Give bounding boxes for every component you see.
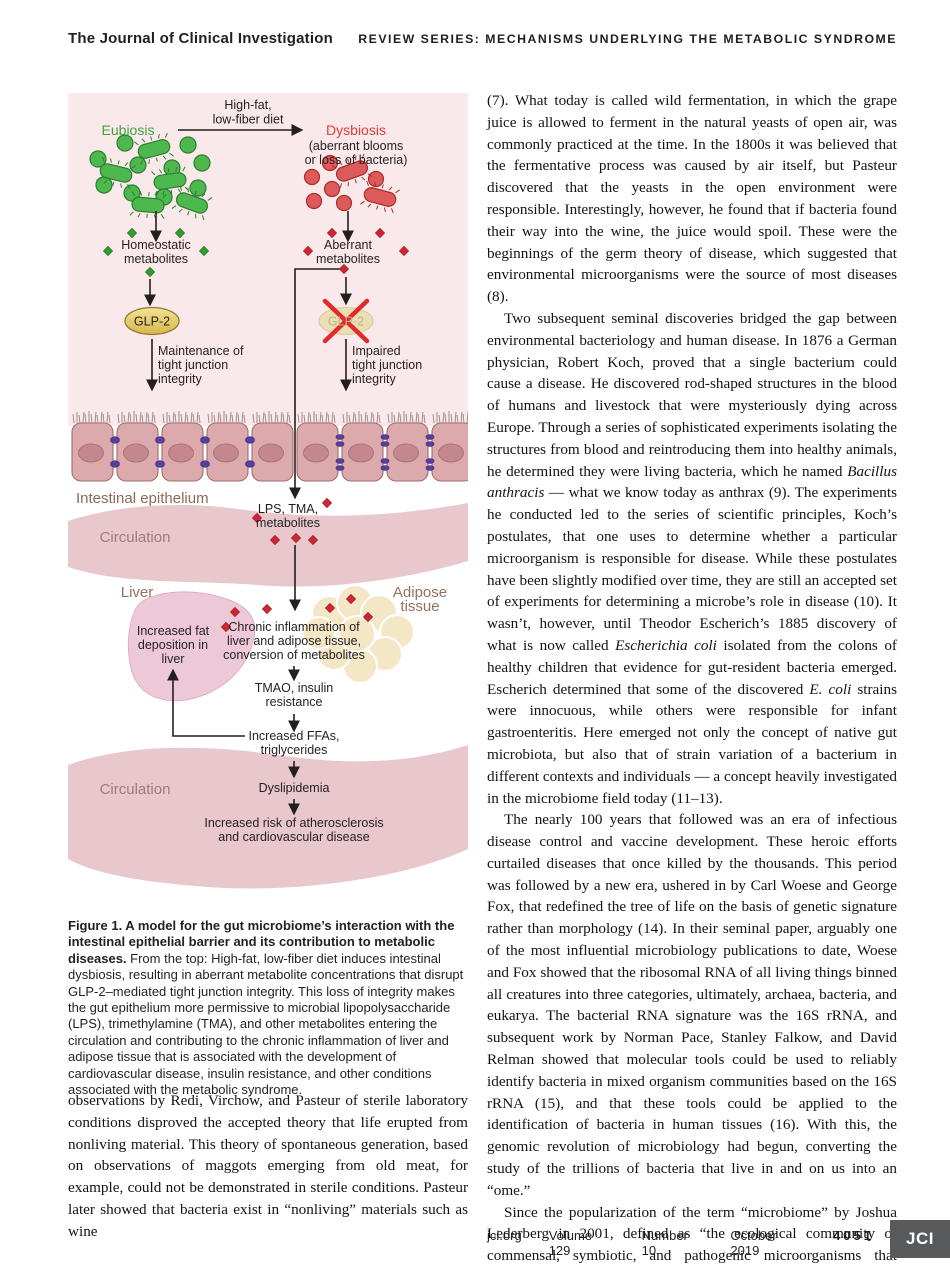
figure-top-background: [68, 93, 468, 426]
adipose-label-line1: Adipose: [393, 584, 447, 601]
figure-caption: Figure 1. A model for the gut microbiome…: [68, 918, 468, 1098]
maintenance-line1: Maintenance of: [158, 344, 244, 358]
figure-arrows: [144, 124, 354, 816]
intestinal-epithelium-label: Intestinal epithelium: [76, 490, 209, 507]
chronic-inflammation-line1: Chronic inflammation of: [228, 620, 360, 634]
adipose-label-line2: tissue: [400, 598, 439, 615]
impaired-line2: tight junction: [352, 358, 422, 372]
jci-logo-text: JCI: [906, 1229, 934, 1248]
tmao-line2: resistance: [266, 695, 323, 709]
chronic-inflammation-line2: liver and adipose tissue,: [227, 634, 361, 648]
impaired-line3: integrity: [352, 372, 397, 386]
circulation-band-upper: [68, 503, 468, 587]
homeostatic-label-line1: Homeostatic: [121, 238, 190, 252]
page-number: 4051: [833, 1228, 874, 1243]
risk-line1: Increased risk of atherosclerosis: [204, 816, 383, 830]
footer-number: Number 10: [641, 1228, 688, 1258]
series-title: REVIEW SERIES: MECHANISMS UNDERLYING THE…: [358, 32, 897, 46]
aberrant-label-line1: Aberrant: [324, 238, 372, 252]
dyslipidemia-label: Dyslipidemia: [259, 781, 330, 795]
fat-deposition-line3: liver: [162, 652, 185, 666]
red-cross-icon: [322, 298, 370, 344]
lps-label-line1: LPS, TMA,: [258, 502, 318, 516]
maintenance-line2: tight junction: [158, 358, 228, 372]
left-column: High-fat, low-fiber diet Eubiosis Dysbio…: [68, 93, 474, 1098]
risk-line2: and cardiovascular disease: [218, 830, 370, 844]
chronic-inflammation-line3: conversion of metabolites: [223, 648, 365, 662]
fat-deposition-line2: deposition in: [138, 638, 208, 652]
figure-caption-body: From the top: High-fat, low-fiber diet i…: [68, 950, 464, 1098]
adipose-tissue-shape: [302, 584, 415, 684]
circulation-upper-label: Circulation: [100, 529, 171, 546]
circulation-lower-label: Circulation: [100, 781, 171, 798]
diet-label-line2: low-fiber diet: [213, 113, 284, 127]
footer-site: jci.org: [487, 1228, 522, 1243]
maintenance-line3: integrity: [158, 372, 203, 386]
glp2-label: GLP-2: [134, 315, 170, 329]
tmao-line1: TMAO, insulin: [255, 681, 334, 695]
page-footer: jci.org Volume 129 Number 10 October 201…: [487, 1228, 950, 1258]
circulation-band-lower: [68, 745, 468, 889]
glp2-crossed-label: GLP-2: [328, 315, 364, 329]
figure-caption-title: Figure 1. A model for the gut microbiome…: [68, 918, 455, 966]
fat-deposition-line1: Increased fat: [137, 624, 210, 638]
glp2-oval: [124, 306, 180, 336]
tight-junctions: [110, 434, 435, 471]
left-body-paragraph: observations by Redi, Virchow, and Paste…: [68, 1092, 468, 1240]
homeostatic-label-line2: metabolites: [124, 252, 188, 266]
diet-label-line1: High-fat,: [224, 98, 271, 112]
liver-shape: [127, 591, 256, 702]
ffa-line1: Increased FFAs,: [248, 729, 339, 743]
footer-date: October 2019: [730, 1228, 777, 1258]
lps-label-line2: metabolites: [256, 516, 320, 530]
dysbiosis-label: Dysbiosis: [326, 122, 386, 138]
liver-label: Liver: [121, 584, 154, 601]
body-paragraph: Two subsequent seminal discoveries bridg…: [487, 309, 898, 807]
journal-name: The Journal of Clinical Investigation: [68, 30, 333, 47]
jci-logo: JCI: [890, 1220, 950, 1258]
page-header: The Journal of Clinical Investigation RE…: [68, 30, 897, 47]
ffa-line2: triglycerides: [261, 743, 328, 757]
body-paragraph: (7). What today is called wild fermentat…: [487, 92, 897, 306]
dysbiosis-sub-line1: (aberrant blooms: [309, 139, 404, 153]
right-column: (7). What today is called wild fermentat…: [487, 90, 897, 1272]
eubiosis-label: Eubiosis: [102, 122, 155, 138]
impaired-line1: Impaired: [352, 344, 401, 358]
aberrant-label-line2: metabolites: [316, 252, 380, 266]
dysbiosis-sub-line2: or loss of bacteria): [305, 153, 408, 167]
footer-volume: Volume 129: [548, 1228, 593, 1258]
figure-1-diagram: High-fat, low-fiber diet Eubiosis Dysbio…: [68, 93, 474, 889]
body-paragraph: Since the popularization of the term “mi…: [487, 1203, 897, 1272]
body-paragraph: The nearly 100 years that followed was a…: [487, 811, 897, 1199]
